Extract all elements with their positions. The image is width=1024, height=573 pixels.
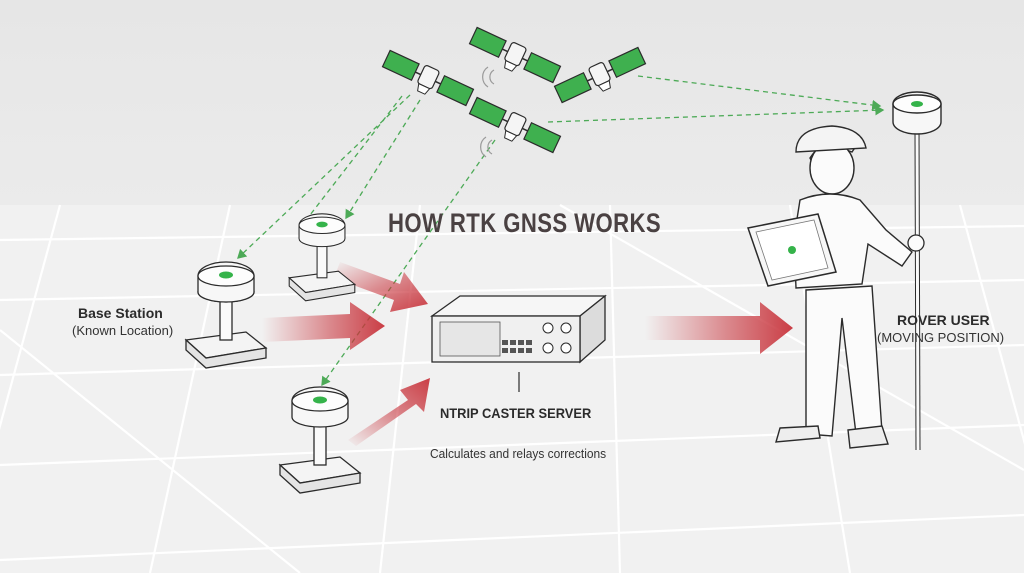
arrow-base2-to-server xyxy=(334,262,428,312)
base-station-sublabel: (Known Location) xyxy=(72,323,174,338)
rack-server-icon xyxy=(429,294,607,392)
satellite-icon xyxy=(381,49,475,107)
arrow-server-to-rover xyxy=(645,302,793,354)
gnss-antenna-icon xyxy=(287,213,357,302)
tablet-icon xyxy=(747,213,837,287)
satellite-icon xyxy=(468,26,562,84)
gnss-antenna-icon xyxy=(184,261,268,369)
sky-background xyxy=(0,0,1024,205)
gnss-antenna-icon xyxy=(892,91,942,451)
rover-user-label: ROVER USER xyxy=(897,312,990,328)
rover-user-sublabel: (MOVING POSITION) xyxy=(877,330,1005,345)
ntrip-server-label: NTRIP CASTER SERVER xyxy=(440,405,592,421)
ntrip-server-description: Calculates and relays corrections xyxy=(430,446,607,461)
satellite-icon xyxy=(468,96,562,154)
satellite-signals xyxy=(237,75,885,387)
correction-arrows xyxy=(262,262,793,446)
base-station-label: Base Station xyxy=(78,305,163,321)
arrow-base3-to-server xyxy=(348,378,430,446)
arrow-base-to-server xyxy=(262,302,385,350)
diagram-title: HOW RTK GNSS WORKS xyxy=(388,208,662,238)
signal-wave-icon xyxy=(480,66,495,158)
gnss-antenna-icon xyxy=(278,386,362,494)
satellite-icon xyxy=(553,46,647,104)
